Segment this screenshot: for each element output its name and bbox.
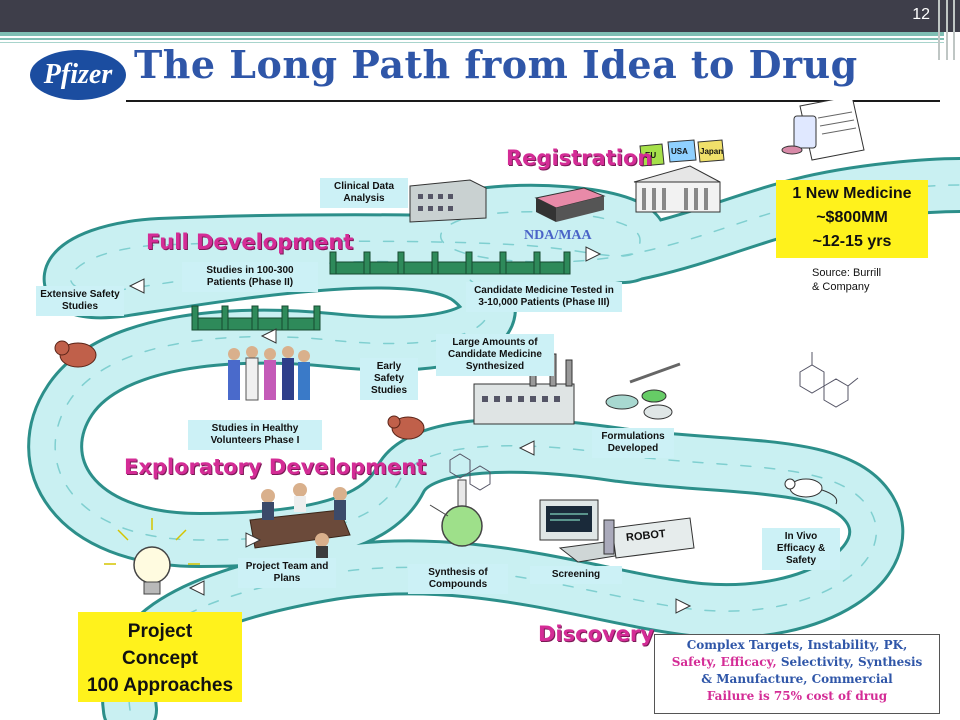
- flag-icon: EU: [639, 143, 665, 167]
- flag-icon: Japan: [697, 139, 725, 163]
- svg-text:EU: EU: [645, 151, 656, 160]
- meeting-table-icon: [249, 483, 351, 560]
- phase-full-development: Full Development: [146, 230, 354, 254]
- result-line: ~12-15 yrs: [812, 233, 892, 250]
- page-number: 12: [912, 6, 930, 23]
- svg-text:Japan: Japan: [700, 147, 723, 156]
- challenges-line: Safety, Efficacy, Selectivity, Synthesis: [655, 654, 939, 671]
- phase-exploratory-development: Exploratory Development: [124, 455, 427, 479]
- accent-stripe: [946, 0, 948, 60]
- result-line: ~$800MM: [816, 209, 888, 226]
- road-illustration: EU USA Japan: [27, 100, 960, 720]
- source-line: Source: Burrill: [812, 267, 882, 279]
- selectivity-text: Selectivity, Synthesis: [780, 655, 923, 669]
- result-box: 1 New Medicine ~$800MM ~12-15 yrs: [776, 180, 928, 258]
- accent-stripe: [0, 32, 944, 36]
- concept-line: Project: [127, 621, 193, 642]
- pills-icon: [605, 362, 681, 420]
- label-synthesis: Synthesis of Compounds: [408, 564, 508, 594]
- molecule-icon: [799, 352, 859, 408]
- concept-line: 100 Approaches: [86, 675, 234, 696]
- flask-icon: [429, 479, 483, 547]
- office-building-icon: [409, 179, 487, 223]
- result-line: 1 New Medicine: [792, 185, 912, 202]
- lightbulb-icon: [104, 518, 200, 595]
- volunteers-icon: [228, 346, 310, 401]
- hospital-beds-icon: [191, 305, 321, 331]
- failure-line: Failure is 75% cost of drug: [706, 689, 888, 703]
- pfizer-logo: Pfizer: [30, 50, 126, 100]
- accent-stripe: [0, 42, 944, 43]
- document-stack-icon: [534, 187, 606, 222]
- phase-discovery: Discovery: [538, 622, 654, 646]
- label-extensive-safety: Extensive Safety Studies: [36, 286, 124, 316]
- project-concept-box: Project Concept 100 Approaches: [78, 612, 242, 702]
- challenges-line: & Manufacture, Commercial: [701, 672, 893, 686]
- label-project-team: Project Team and Plans: [238, 558, 336, 588]
- hospital-beds-icon: [329, 251, 571, 275]
- molecule-icon: [449, 453, 491, 491]
- flag-icon: USA: [667, 139, 697, 163]
- label-formulations: Formulations Developed: [592, 428, 674, 458]
- computer-icon: [539, 499, 642, 563]
- top-bar: [0, 0, 960, 32]
- label-clinical-data-analysis: Clinical Data Analysis: [320, 178, 408, 208]
- slide-title: The Long Path from Idea to Drug: [134, 42, 858, 87]
- label-screening: Screening: [530, 566, 622, 584]
- label-studies-phase-2: Studies in 100-300 Patients (Phase II): [182, 262, 318, 292]
- mouse-icon: [784, 478, 838, 505]
- label-early-safety: Early Safety Studies: [360, 358, 418, 400]
- source-line: & Company: [812, 281, 870, 293]
- label-in-vivo: In Vivo Efficacy & Safety: [762, 528, 840, 570]
- accent-stripe: [0, 38, 944, 40]
- challenges-box: Complex Targets, Instability, PK, Safety…: [654, 634, 940, 714]
- title-underline: [126, 100, 940, 102]
- label-healthy-volunteers: Studies in Healthy Volunteers Phase I: [188, 420, 322, 450]
- rat-icon: [387, 415, 425, 440]
- efficacy-text: Efficacy,: [720, 655, 777, 669]
- government-building-icon: [633, 165, 721, 213]
- prescription-icon: [781, 100, 865, 161]
- label-candidate-phase-3: Candidate Medicine Tested in 3-10,000 Pa…: [466, 282, 622, 312]
- rat-icon: [54, 340, 97, 368]
- svg-text:USA: USA: [671, 147, 688, 156]
- source-note: Source: Burrill & Company: [812, 266, 881, 294]
- phase-registration: Registration: [506, 146, 653, 170]
- accent-stripe: [953, 0, 955, 60]
- robot-icon: [603, 517, 695, 559]
- nda-maa-label: NDA/MAA: [524, 228, 592, 243]
- accent-stripe: [938, 0, 940, 60]
- concept-line: Concept: [122, 648, 198, 669]
- safety-text: Safety,: [671, 655, 717, 669]
- label-large-amounts: Large Amounts of Candidate Medicine Synt…: [436, 334, 554, 376]
- challenges-line: Complex Targets, Instability, PK,: [686, 638, 908, 652]
